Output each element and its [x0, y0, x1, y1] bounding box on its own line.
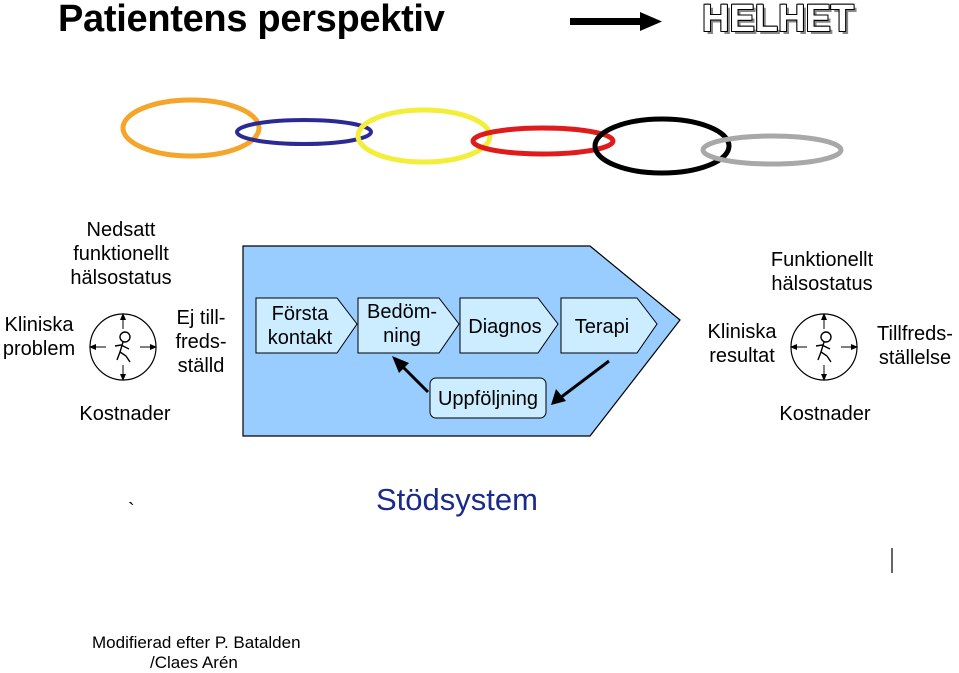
step-box-3: [459, 297, 559, 354]
right-side-line-2: resultat: [709, 345, 775, 367]
step-3-label: Diagnos: [468, 316, 542, 338]
right-satisfaction-label: Tillfreds- ställelse: [872, 322, 958, 370]
right-side-label: Kliniska resultat: [700, 320, 784, 368]
right-side-line-1: Kliniska: [707, 321, 777, 343]
ring-orange: [120, 97, 262, 159]
step-2-line-1: Bedöm-: [366, 301, 438, 323]
left-side-line-2: problem: [2, 338, 76, 360]
step-1-label: Första kontakt: [258, 302, 342, 350]
ring-gray: [700, 133, 844, 167]
left-side-line-1: Kliniska: [4, 314, 74, 336]
right-costs-label: Kostnader: [779, 403, 871, 425]
right-top-line-2: hälsostatus: [771, 273, 873, 295]
left-costs-label: Kostnader: [79, 403, 171, 425]
left-dissatisfied-label: Ej till- freds- ställd: [170, 306, 232, 378]
right-top-label: Funktionellt hälsostatus: [760, 248, 884, 296]
left-dissatisfied-line-2: freds-: [175, 331, 227, 353]
left-top-line-2: funktionellt: [73, 243, 169, 265]
step-1-line-1: Första: [271, 303, 329, 325]
followup-label: Uppföljning: [437, 388, 539, 410]
ring-black: [592, 116, 732, 176]
step-4-label: Terapi: [574, 316, 630, 338]
left-top-line-1: Nedsatt: [86, 219, 156, 241]
page-title: Patientens perspektiv: [58, 0, 445, 40]
step-1-line-2: kontakt: [267, 327, 333, 349]
left-dissatisfied-line-1: Ej till-: [176, 307, 226, 329]
credit-line-1: Modifierad efter P. Batalden: [92, 633, 301, 652]
header-arrow: [570, 12, 662, 31]
feedback-arrows: [392, 356, 610, 405]
credit-line-2: /Claes Arén: [150, 653, 238, 672]
left-side-label: Kliniska problem: [0, 313, 78, 361]
step-box-4: [560, 297, 658, 354]
ring-yellow: [355, 107, 493, 165]
step-box-1: [255, 297, 358, 354]
support-system-label: Stödsystem: [376, 482, 538, 517]
ring-red: [470, 125, 616, 157]
step-box-2: [357, 297, 460, 354]
left-dissatisfied-line-3: ställd: [177, 355, 225, 377]
right-top-line-1: Funktionellt: [770, 249, 874, 271]
left-patient-icon: [89, 313, 157, 381]
left-top-label: Nedsatt funktionellt hälsostatus: [62, 218, 180, 290]
right-satisfaction-line-2: ställelse: [878, 347, 952, 369]
followup-box: [429, 377, 547, 419]
credit: Modifierad efter P. Batalden /Claes Arén: [92, 633, 301, 673]
step-2-label: Bedöm- ning: [360, 300, 444, 348]
left-top-line-3: hälsostatus: [70, 267, 172, 289]
rings-chain: [120, 97, 844, 176]
helhet-label: HELHET: [702, 0, 854, 40]
ring-blue: [235, 118, 373, 146]
step-2-line-2: ning: [383, 325, 421, 347]
right-patient-icon: [790, 313, 858, 381]
right-satisfaction-line-1: Tillfreds-: [877, 323, 953, 345]
stray-mark: `: [128, 500, 135, 522]
